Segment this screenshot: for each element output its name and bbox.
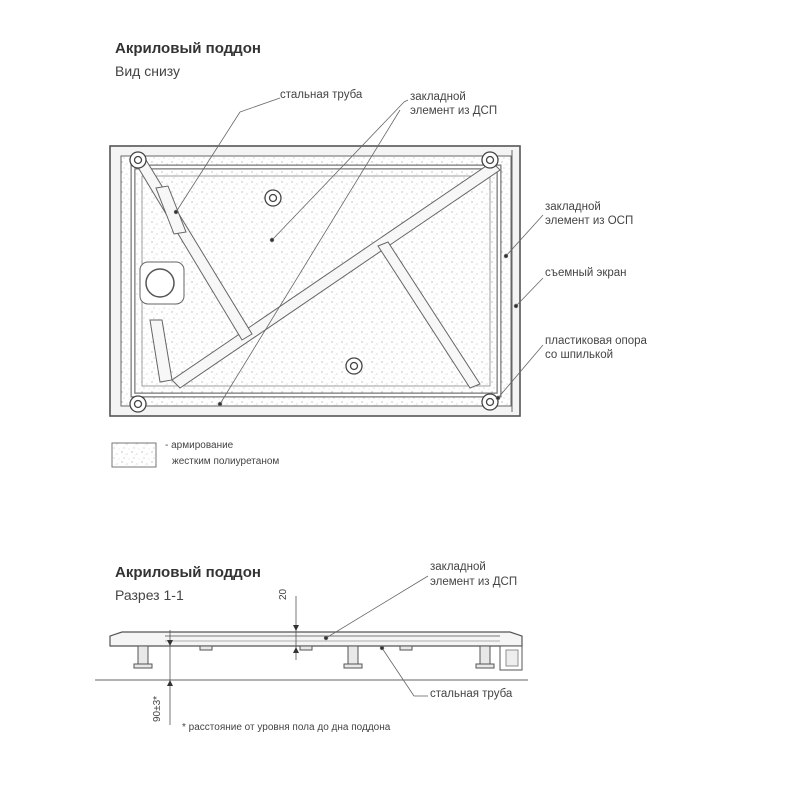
callout-osp-insert-line1: закладной — [545, 201, 601, 213]
callout-leaders-top — [173, 97, 544, 407]
callout-removable-screen: съемный экран — [545, 267, 627, 279]
section-view-subtitle: Разрез 1-1 — [115, 587, 184, 603]
section-view-title: Акриловый поддон — [115, 564, 261, 581]
footnote: * расстояние от уровня пола до дна поддо… — [182, 722, 391, 733]
top-view-subtitle: Вид снизу — [115, 63, 181, 79]
legend-text-line2: жестким полиуретаном — [172, 456, 280, 467]
callout-leaders-section — [323, 575, 429, 697]
drain-hole — [139, 261, 185, 305]
callout-steel-pipe-top: стальная труба — [280, 89, 363, 101]
tray-section-view — [95, 596, 528, 725]
callout-steel-pipe-section: стальная труба — [430, 688, 513, 700]
callout-dsp-insert-top-line1: закладной — [410, 91, 466, 103]
steel-pipe-beams — [135, 159, 501, 389]
callout-dsp-insert-top-line2: элемент из ДСП — [410, 105, 498, 117]
top-view-title: Акриловый поддон — [115, 40, 261, 57]
callout-support-line1: пластиковая опора — [545, 335, 647, 347]
callout-support-line2: со шпилькой — [545, 349, 614, 361]
legend-swatch — [111, 442, 157, 468]
callout-dsp-insert-section-line2: элемент из ДСП — [430, 576, 518, 588]
callout-osp-insert-line2: элемент из ОСП — [545, 215, 634, 227]
plastic-supports — [129, 151, 499, 413]
callout-dsp-insert-section-line1: закладной — [430, 561, 486, 573]
legend-text-line1: - армирование — [165, 440, 234, 451]
